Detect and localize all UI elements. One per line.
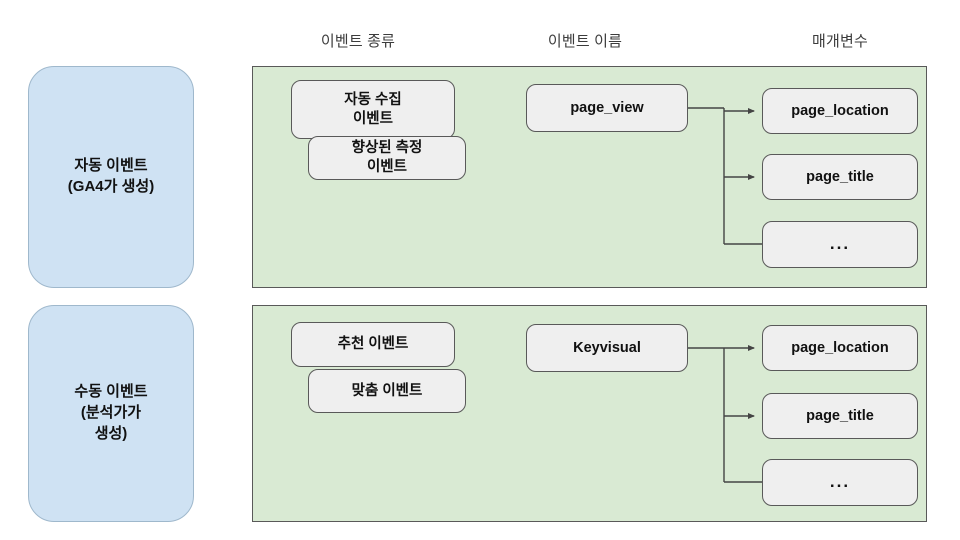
parameter-label: page_title (806, 168, 874, 185)
group-label-text: 자동 이벤트 (GA4가 생성) (68, 156, 154, 197)
group-label-line: (GA4가 생성) (67, 178, 155, 195)
column-header: 이벤트 이름 (547, 33, 623, 50)
event-name-label: Keyvisual (573, 339, 641, 356)
parameter-box[interactable]: page_location (762, 325, 918, 371)
event-kind-text: 추천 이벤트 (338, 335, 409, 354)
event-kind-line: 이벤트 (366, 159, 407, 175)
parameter-label: ... (829, 472, 851, 492)
parameter-label: page_location (791, 339, 889, 356)
parameter-label: page_title (806, 407, 874, 424)
parameter-label: page_location (791, 102, 889, 119)
event-name-label: page_view (570, 99, 644, 116)
parameter-label: ... (829, 234, 851, 254)
column-header: 매개변수 (811, 33, 868, 50)
group-label-line: 자동 이벤트 (74, 157, 148, 175)
event-kind-line: 향상된 측정 (351, 140, 423, 157)
parameter-box[interactable]: ... (762, 459, 918, 506)
event-kind-line: 맞춤 이벤트 (351, 382, 423, 399)
event-kind-line: 추천 이벤트 (337, 336, 409, 353)
parameter-box[interactable]: ... (762, 221, 918, 268)
event-kind-box[interactable]: 맞춤 이벤트 (308, 369, 466, 413)
parameter-box[interactable]: page_title (762, 154, 918, 200)
event-name-box[interactable]: Keyvisual (526, 324, 688, 372)
group-label-line: 수동 이벤트 (74, 383, 148, 401)
group-label-line: 생성) (94, 424, 128, 442)
event-kind-text: 맞춤 이벤트 (352, 382, 423, 401)
column-header: 이벤트 종류 (320, 33, 396, 50)
event-name-box[interactable]: page_view (526, 84, 688, 132)
group-label-line: (분석가가 (80, 404, 142, 422)
event-kind-line: 이벤트 (352, 110, 393, 127)
parameter-box[interactable]: page_title (762, 393, 918, 439)
event-kind-box[interactable]: 추천 이벤트 (291, 322, 455, 367)
event-kind-line: 자동 수집 (344, 91, 402, 108)
group-label-box-auto[interactable]: 자동 이벤트 (GA4가 생성) (28, 66, 194, 288)
parameter-box[interactable]: page_location (762, 88, 918, 134)
